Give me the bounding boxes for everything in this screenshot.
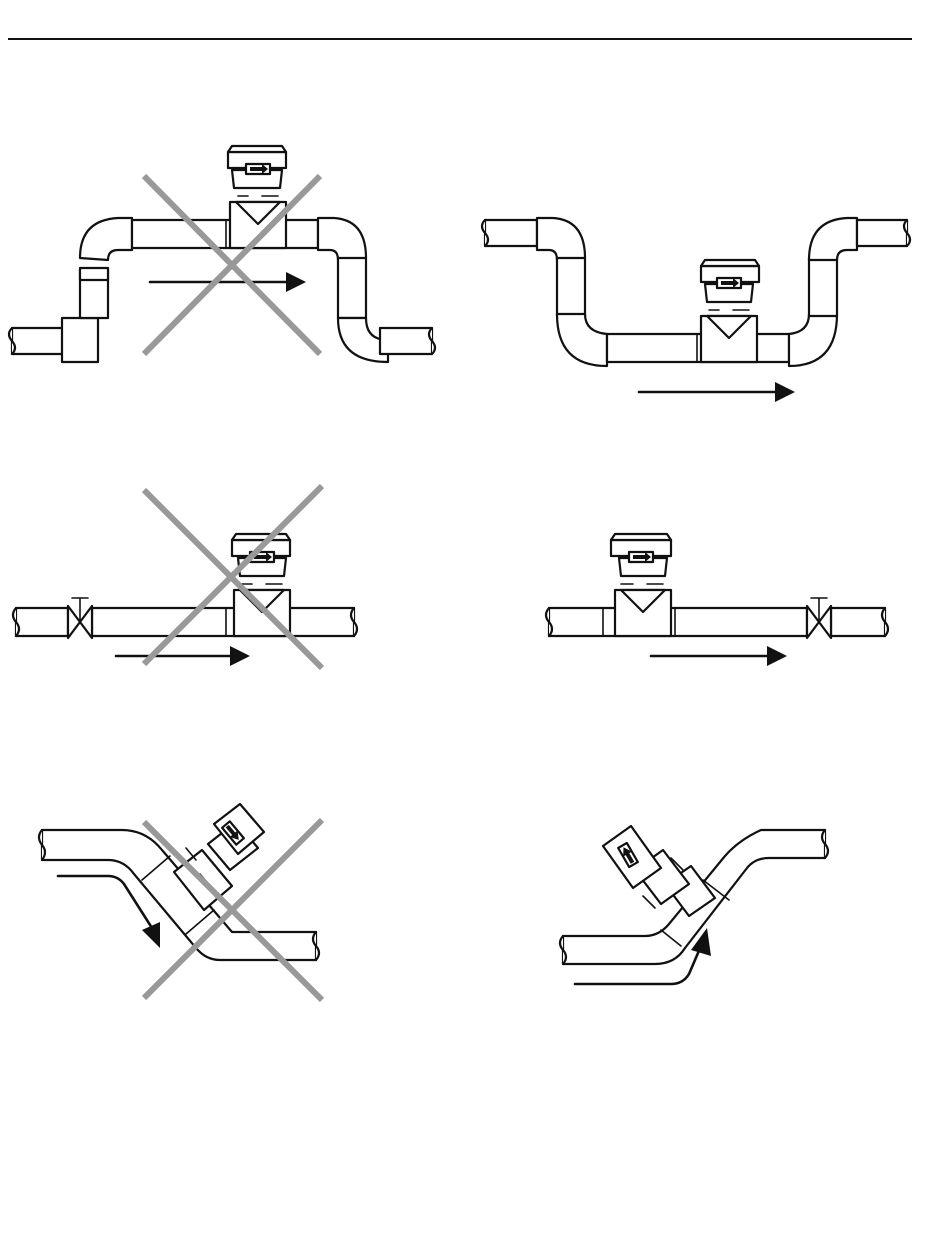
flow-arrow-icon	[651, 646, 787, 666]
panel-elevated-loop	[0, 140, 460, 380]
flow-meter-icon	[701, 260, 759, 362]
pipe-run	[9, 218, 435, 362]
gate-valve-icon	[68, 598, 92, 638]
panel-inclined-upward-flow	[475, 800, 935, 1020]
gate-valve-icon	[807, 598, 831, 638]
cross-icon	[144, 486, 322, 668]
flow-arrow-icon	[639, 382, 795, 402]
pipe-run	[482, 218, 910, 366]
panel-inclined-downward-flow	[0, 800, 460, 1020]
flow-arrow-icon	[150, 272, 306, 292]
flow-meter-icon	[228, 146, 286, 248]
flow-arrow-icon	[116, 646, 250, 666]
header-rule	[8, 38, 912, 40]
panel-meter-downstream-of-valve	[0, 480, 460, 680]
flow-meter-icon	[603, 826, 715, 916]
flow-meter-icon	[611, 534, 671, 636]
pipe-run	[546, 608, 888, 636]
panel-meter-upstream-of-valve	[475, 480, 935, 680]
pipe-run	[39, 830, 319, 960]
panel-low-trap	[475, 200, 935, 420]
